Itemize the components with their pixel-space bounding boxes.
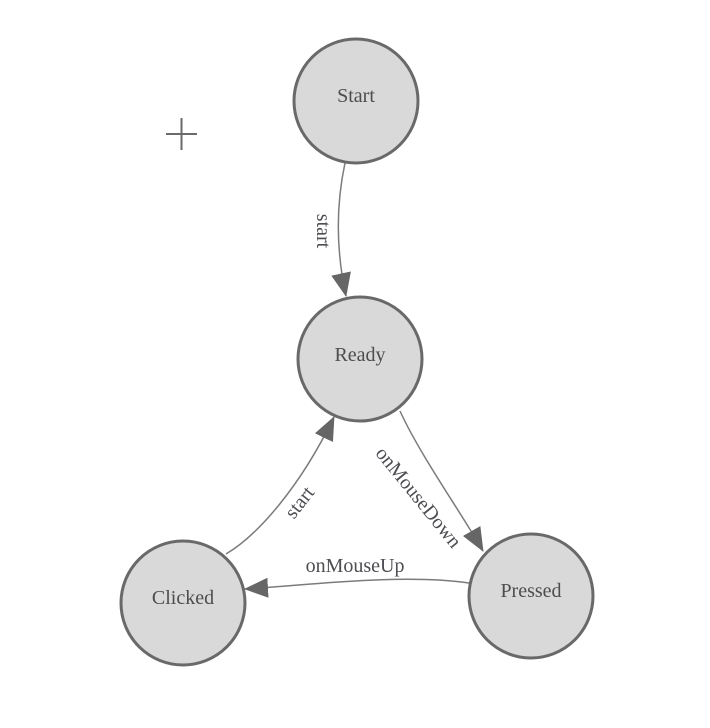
state-circle-start[interactable] [292,37,420,165]
edge-label-start-1[interactable]: start [312,214,334,249]
state-label-start: Start [337,85,375,107]
state-circle-ready[interactable] [296,295,424,423]
edge-start-to-ready-line[interactable] [331,162,351,297]
edge-pressed-to-clicked-line[interactable] [244,577,470,598]
state-node-start[interactable]: Start [292,37,420,165]
state-circle-pressed[interactable] [467,532,595,660]
state-node-ready[interactable]: Ready [296,295,424,423]
edge-label-onmousedown[interactable]: onMouseDown [371,443,466,553]
edge-label-onmouseup[interactable]: onMouseUp [306,555,405,577]
edge-pressed-to-clicked[interactable]: onMouseUp [244,555,470,598]
plus-crosshair-icon [166,118,197,150]
state-label-pressed: Pressed [500,580,561,602]
edge-start-to-ready[interactable]: start [312,162,351,297]
edge-clicked-to-ready[interactable]: start [225,416,335,555]
edge-ready-to-pressed[interactable]: onMouseDown [371,410,484,553]
state-circle-clicked[interactable] [119,539,247,667]
state-label-clicked: Clicked [152,587,214,609]
state-label-ready: Ready [334,344,385,366]
state-node-pressed[interactable]: Pressed [467,532,595,660]
edge-clicked-to-ready-line[interactable] [225,416,335,555]
edge-ready-to-pressed-line[interactable] [399,410,484,552]
state-node-clicked[interactable]: Clicked [119,539,247,667]
edge-label-start-2[interactable]: start [281,482,320,523]
